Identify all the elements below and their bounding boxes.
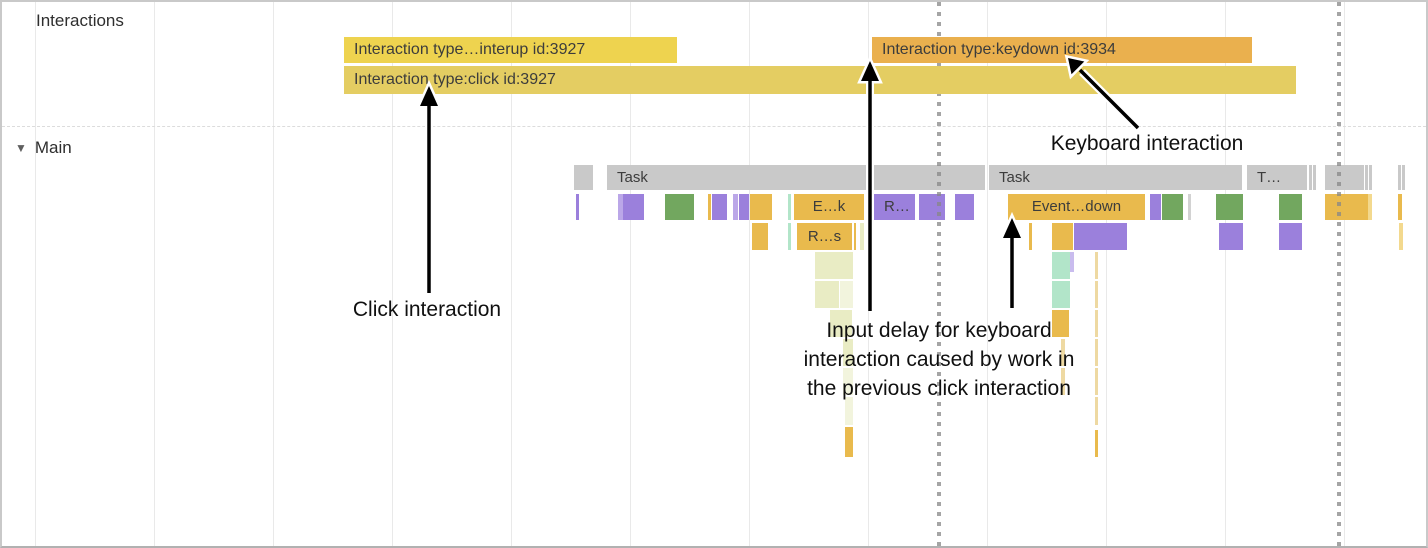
gridline [511,2,512,546]
input-delay-note-line: the previous click interaction [807,377,1071,400]
flame-bar[interactable] [752,223,768,250]
collapse-triangle-icon[interactable]: ▼ [15,141,27,155]
flame-bar[interactable] [1216,194,1243,220]
gridline [392,2,393,546]
flame-bar[interactable] [574,165,593,190]
flame-bar[interactable]: T… [1247,165,1307,190]
flame-bar[interactable] [708,194,711,220]
flame-bar[interactable] [1368,194,1372,220]
flame-bar[interactable] [1150,194,1161,220]
track-separator [2,126,1426,127]
flame-bar[interactable] [815,252,853,279]
gridline [35,2,36,546]
flame-bar[interactable] [843,368,853,395]
flame-bar[interactable] [845,397,853,425]
flame-bar[interactable] [1095,368,1098,395]
flame-bar[interactable] [1219,223,1243,250]
flame-bar[interactable] [854,223,856,250]
flame-bar[interactable] [830,310,852,337]
flame-bar[interactable] [919,194,945,220]
flame-bar[interactable] [955,194,974,220]
flame-bar[interactable] [1070,252,1074,272]
flame-bar[interactable] [1061,368,1065,395]
flame-bar[interactable] [1402,165,1405,190]
flame-bar[interactable] [618,194,623,220]
click-interaction-note: Click interaction [352,298,502,321]
flame-bar[interactable] [1095,281,1098,308]
flame-bar[interactable] [843,339,853,366]
flame-bar[interactable] [1309,165,1312,190]
flame-bar[interactable] [1369,165,1372,190]
flame-bar[interactable] [1095,397,1098,425]
interaction-bar[interactable]: Interaction type:keydown id:3934 [872,37,1252,63]
flame-bar[interactable] [1061,339,1065,366]
flame-bar[interactable] [576,194,579,220]
flame-bar[interactable] [623,194,644,220]
gridline [1225,2,1226,546]
flame-bar[interactable] [1279,223,1302,250]
gridline [749,2,750,546]
gridline [630,2,631,546]
keyboard-interaction-note: Keyboard interaction [1050,132,1244,155]
flame-bar[interactable] [739,194,749,220]
flame-bar[interactable] [750,194,772,220]
flame-bar[interactable] [860,223,864,250]
flame-bar[interactable]: R… [874,194,915,220]
flame-bar[interactable] [1095,339,1098,366]
input-delay-note-line: Input delay for keyboard [826,319,1052,342]
dashed-marker-line [937,2,941,546]
interactions-track-label: Interactions [36,11,124,31]
main-track-label: ▼ Main [15,138,72,158]
gridline [1106,2,1107,546]
flame-bar[interactable] [1052,281,1070,308]
flame-bar[interactable]: E…k [794,194,864,220]
flame-bar[interactable] [1325,194,1368,220]
interactions-track-title: Interactions [36,11,124,30]
flame-bar[interactable] [1162,194,1183,220]
flame-bar[interactable] [1399,223,1403,250]
input-delay-note: Input delay for keyboard interaction cau… [764,316,1114,403]
flame-bar[interactable] [1279,194,1302,220]
interaction-bar[interactable]: Interaction type:click id:3927 [344,66,1296,94]
flame-bar[interactable]: Event…down [1008,194,1145,220]
flame-bar[interactable] [840,281,853,308]
flame-bar[interactable] [788,223,791,250]
flame-bar[interactable] [1052,252,1070,279]
flame-bar[interactable] [845,427,853,457]
input-delay-note-line: interaction caused by work in [803,348,1075,371]
flame-bar[interactable] [1188,194,1191,220]
flame-bar[interactable] [1052,310,1069,337]
flame-bar[interactable] [1398,165,1401,190]
click-interaction-arrow [416,79,442,293]
flame-bar[interactable] [1074,223,1127,250]
flame-bar[interactable]: Task [989,165,1242,190]
flame-bar[interactable] [1029,223,1032,250]
gridline [154,2,155,546]
input-delay-event-arrow [999,211,1025,308]
gridline [273,2,274,546]
flame-bar[interactable] [733,194,738,220]
flame-bar[interactable] [1325,165,1364,190]
gridline [987,2,988,546]
flame-bar[interactable]: Task [607,165,985,190]
flame-bar[interactable] [1095,310,1098,337]
flame-bar[interactable] [788,194,791,220]
flame-bar[interactable]: R…s [797,223,852,250]
main-track-title: Main [34,138,72,157]
flame-bar[interactable] [665,194,694,220]
flame-bar[interactable] [1095,430,1098,457]
flame-bar[interactable] [1095,252,1098,279]
flame-bar[interactable] [1365,165,1368,190]
flame-bar[interactable] [712,194,727,220]
flame-bar[interactable] [1313,165,1316,190]
flame-bar[interactable] [815,281,839,308]
dashed-marker-line [1337,2,1341,546]
gridline [1344,2,1345,546]
interaction-bar[interactable]: Interaction type…interup id:3927 [344,37,677,63]
flame-bar[interactable] [1398,194,1402,220]
flame-bar[interactable] [1052,223,1073,250]
